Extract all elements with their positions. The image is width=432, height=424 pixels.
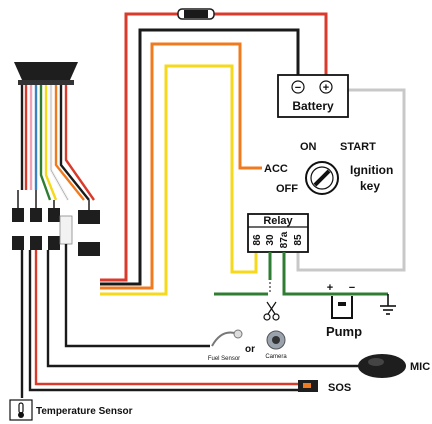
ignition-acc-label: ACC xyxy=(264,163,288,175)
ignition-on-label: ON xyxy=(300,141,317,153)
ignition-start-label: START xyxy=(340,141,376,153)
sos-label: SOS xyxy=(328,382,351,394)
pump-label: Pump xyxy=(326,324,362,339)
fuse xyxy=(177,8,215,20)
scissors-icon xyxy=(263,301,280,321)
ground-icon xyxy=(380,294,396,315)
mic-label: MIC xyxy=(410,361,430,373)
fuel-sensor-label: Fuel Sensor xyxy=(208,356,240,362)
harness-wires xyxy=(20,85,95,201)
battery-minus-label: − xyxy=(295,82,301,94)
relay-label: Relay xyxy=(263,215,293,227)
harness-connector xyxy=(14,62,78,85)
battery-label: Battery xyxy=(292,99,334,113)
ignition-wires xyxy=(100,12,406,296)
small-connectors xyxy=(12,190,100,256)
ignition-label: Ignition xyxy=(350,163,393,177)
microphone: MIC xyxy=(358,354,430,378)
pump: + − Pump xyxy=(326,282,362,339)
pump-plus-label: + xyxy=(327,282,333,294)
relay: Relay 86 30 87a 85 xyxy=(247,213,309,253)
or-label: or xyxy=(245,344,255,355)
relay-pin-87a: 87a xyxy=(279,231,290,248)
sensor-wires xyxy=(20,244,360,398)
relay-pin-86: 86 xyxy=(252,234,263,246)
battery-plus-label: + xyxy=(323,82,329,94)
ignition-off-label: OFF xyxy=(276,183,298,195)
sos-button: SOS xyxy=(298,380,351,394)
pump-minus-label: − xyxy=(349,282,355,294)
camera: Camera xyxy=(265,330,287,360)
relay-pin-30: 30 xyxy=(265,234,276,246)
temperature-sensor: Temperature Sensor xyxy=(9,399,133,421)
ignition-switch: ON START ACC OFF Ignition key xyxy=(264,141,393,195)
ignition-key-label: key xyxy=(360,179,380,193)
relay-pin-85: 85 xyxy=(293,234,304,246)
fuel-sensor: Fuel Sensor xyxy=(208,329,243,362)
battery: − + Battery xyxy=(277,74,349,118)
temperature-sensor-label: Temperature Sensor xyxy=(36,406,133,417)
camera-label: Camera xyxy=(265,354,287,360)
pump-circuit xyxy=(214,252,388,296)
